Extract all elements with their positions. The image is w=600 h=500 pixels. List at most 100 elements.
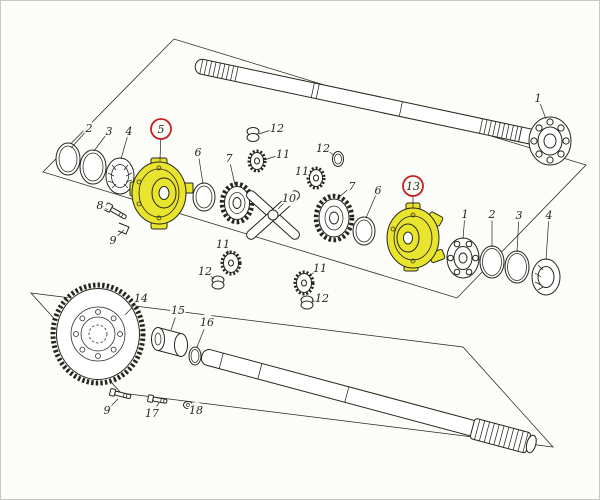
part-number-label: 11 [216, 238, 230, 251]
part-callout: 6 [191, 145, 205, 185]
part-number-label: 9 [110, 234, 117, 247]
part-number-label: 2 [85, 122, 93, 135]
part-number-label: 4 [125, 125, 133, 138]
part-callout: 12 [311, 290, 330, 306]
part-callout: 7 [337, 179, 359, 199]
snap-ring-16 [188, 346, 202, 366]
part-callout: 1 [458, 207, 472, 240]
bolt-9-bottom [109, 388, 132, 399]
label-halo [106, 233, 120, 247]
part-number-label: 12 [198, 265, 212, 278]
label-halo [100, 403, 114, 417]
part-number-label: 9 [104, 404, 111, 417]
lock-plate-9 [117, 222, 130, 235]
part-number-label: 12 [270, 122, 284, 135]
label-halo [269, 120, 285, 136]
upper-axle-shaft [194, 58, 539, 145]
bevel-side-gear-7-right [313, 193, 355, 243]
part-number-label: 5 [158, 123, 165, 136]
part-callout: 10 [277, 190, 297, 210]
label-halo [199, 314, 215, 330]
label-halo [345, 179, 359, 193]
part-number-label: 17 [145, 407, 159, 420]
label-halo [485, 207, 499, 221]
part-callout: 2 [70, 121, 96, 149]
part-number-label: 11 [313, 262, 327, 275]
part-number-label: 11 [276, 148, 290, 161]
label-halo [281, 190, 297, 206]
part-number-label: 13 [406, 180, 420, 193]
label-halo [93, 198, 107, 212]
part-number-label: 12 [315, 292, 329, 305]
part-callout: 14 [124, 290, 149, 316]
label-halo [512, 208, 526, 222]
label-halo [314, 290, 330, 306]
label-halo [275, 146, 291, 162]
part-number-label: 3 [106, 125, 113, 138]
bolt-8 [103, 202, 127, 220]
part-number-label: 18 [189, 404, 203, 417]
differential-case-right-highlighted [386, 202, 446, 272]
part-number-label: 4 [545, 209, 553, 222]
part-number-label: 6 [195, 146, 202, 159]
label-halo [531, 91, 545, 105]
part-number-label: 12 [316, 142, 330, 155]
label-halo [458, 207, 472, 221]
pinion-gear-11-top-left [247, 149, 267, 173]
thrust-nut-12-bottom-left [211, 275, 225, 290]
part-callout: 11 [308, 260, 328, 277]
label-halo [122, 124, 136, 138]
part-callout: 7 [222, 151, 236, 186]
label-halo [144, 405, 160, 421]
part-callout: 4 [120, 124, 136, 160]
highlight-circle [402, 175, 424, 197]
label-halo [542, 208, 556, 222]
part-callout: 11 [294, 163, 311, 179]
part-callout: 12 [258, 120, 285, 136]
part-callout: 18 [188, 402, 204, 418]
coupling-hub-15 [151, 326, 188, 358]
highlight-circle [150, 118, 172, 140]
part-callout-highlighted: 13 [402, 175, 424, 208]
part-callout-highlighted: 5 [150, 118, 172, 162]
label-halo [215, 236, 231, 252]
leader-line [545, 214, 550, 261]
part-number-label: 10 [282, 192, 296, 205]
part-number-label: 7 [226, 152, 233, 165]
part-callout: 2 [485, 207, 499, 247]
ball-bearing-upper [528, 116, 572, 166]
part-callout: 12 [197, 263, 215, 280]
part-callout: 8 [93, 198, 109, 212]
part-callout: 11 [215, 236, 231, 254]
label-halo [315, 140, 331, 156]
label-halo [222, 151, 236, 165]
part-callout: 1 [531, 91, 547, 120]
part-number-label: 7 [349, 180, 356, 193]
label-halo [102, 124, 116, 138]
thrust-nut-12-bottom-right [300, 295, 314, 310]
part-number-label: 1 [462, 208, 469, 221]
thrust-nut-12-top [246, 127, 260, 142]
part-callout: 12 [315, 140, 335, 156]
part-callout: 11 [263, 146, 291, 162]
label-halo [371, 183, 385, 197]
pinion-gear-11-top-right [306, 166, 326, 190]
part-callout: 3 [512, 208, 526, 253]
part-number-label: 6 [375, 184, 382, 197]
part-number-label: 14 [134, 292, 148, 305]
pinion-gear-11-bottom-left [220, 250, 242, 276]
label-halo [133, 290, 149, 306]
part-callout: 3 [93, 124, 116, 152]
part-callout: 17 [144, 402, 160, 421]
thrust-washer-12-right [332, 151, 344, 167]
ring-3 [79, 149, 107, 185]
label-halo [294, 163, 310, 179]
label-halo [191, 145, 205, 159]
part-callout: 9 [106, 229, 125, 247]
part-callout: 6 [365, 183, 385, 219]
bolt-17-bottom [147, 394, 168, 404]
lower-axle-shaft [200, 349, 537, 454]
part-number-label: 16 [200, 316, 214, 329]
